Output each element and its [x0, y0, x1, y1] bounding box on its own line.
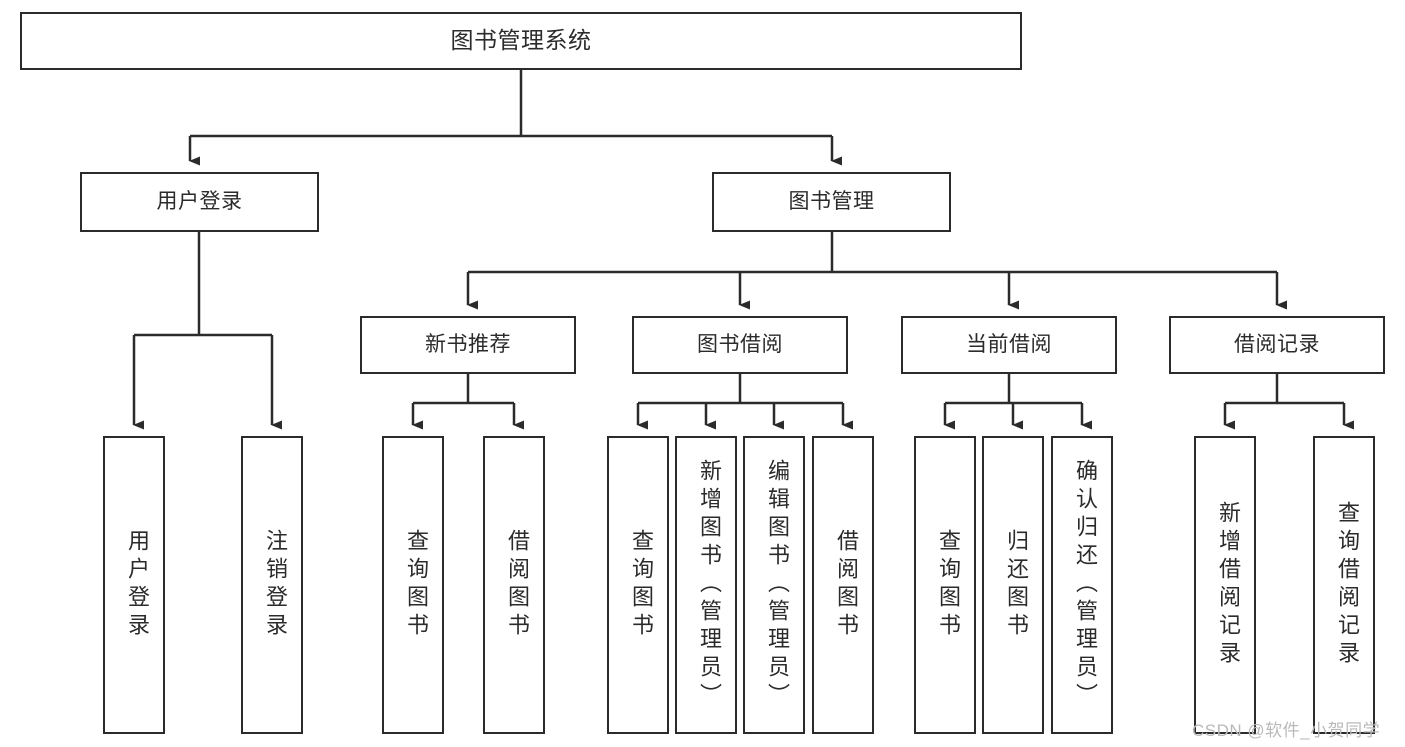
node-label: 查询图书	[404, 529, 429, 641]
node-book-borrowing[interactable]: 图书借阅	[632, 316, 848, 374]
node-label: 注销登录	[263, 529, 288, 641]
node-leaf-query-books-recommend[interactable]: 查询图书	[382, 436, 444, 734]
node-leaf-add-book-admin[interactable]: 新增图书（管理员）	[675, 436, 737, 734]
node-label: 新增图书（管理员）	[697, 459, 722, 711]
node-user-login[interactable]: 用户登录	[80, 172, 319, 232]
node-label: 图书管理系统	[450, 27, 592, 54]
node-leaf-add-borrow-record[interactable]: 新增借阅记录	[1194, 436, 1256, 734]
node-leaf-return-books[interactable]: 归还图书	[982, 436, 1044, 734]
node-label: 确认归还（管理员）	[1073, 459, 1098, 711]
node-leaf-borrow-books[interactable]: 借阅图书	[812, 436, 874, 734]
node-book-management-system[interactable]: 图书管理系统	[20, 12, 1022, 70]
node-label: 新书推荐	[425, 333, 511, 357]
node-leaf-query-books-borrow[interactable]: 查询图书	[607, 436, 669, 734]
node-leaf-query-borrow-record[interactable]: 查询借阅记录	[1313, 436, 1375, 734]
node-borrowing-records[interactable]: 借阅记录	[1169, 316, 1385, 374]
node-label: 编辑图书（管理员）	[765, 459, 790, 711]
node-leaf-confirm-return-admin[interactable]: 确认归还（管理员）	[1051, 436, 1113, 734]
node-label: 新增借阅记录	[1216, 501, 1241, 669]
node-label: 用户登录	[156, 190, 243, 214]
node-label: 借阅图书	[505, 529, 530, 641]
node-label: 图书借阅	[697, 333, 783, 357]
node-label: 归还图书	[1004, 529, 1029, 641]
node-label: 查询图书	[629, 529, 654, 641]
node-label: 当前借阅	[966, 333, 1052, 357]
node-leaf-borrow-books-recommend[interactable]: 借阅图书	[483, 436, 545, 734]
node-new-book-recommendation[interactable]: 新书推荐	[360, 316, 576, 374]
node-label: 查询图书	[936, 529, 961, 641]
node-book-management[interactable]: 图书管理	[712, 172, 951, 232]
node-current-borrowing[interactable]: 当前借阅	[901, 316, 1117, 374]
node-label: 查询借阅记录	[1335, 501, 1360, 669]
node-label: 图书管理	[788, 190, 875, 214]
node-leaf-edit-book-admin[interactable]: 编辑图书（管理员）	[743, 436, 805, 734]
node-label: 用户登录	[125, 529, 150, 641]
node-leaf-logout[interactable]: 注销登录	[241, 436, 303, 734]
node-label: 借阅记录	[1234, 333, 1320, 357]
node-leaf-user-login[interactable]: 用户登录	[103, 436, 165, 734]
node-leaf-query-books-current[interactable]: 查询图书	[914, 436, 976, 734]
node-label: 借阅图书	[834, 529, 859, 641]
